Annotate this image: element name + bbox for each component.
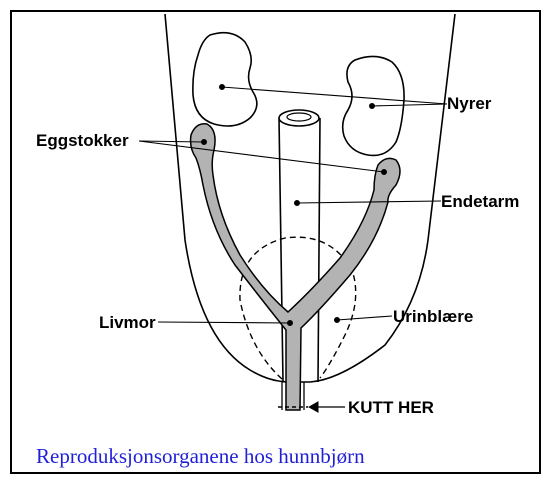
label-eggstokker: Eggstokker bbox=[36, 131, 129, 150]
label-urinblaere: Urinblære bbox=[393, 307, 473, 326]
diagram-caption: Reproduksjonsorganene hos hunnbjørn bbox=[36, 444, 365, 469]
left-kidney bbox=[193, 33, 257, 126]
uterus-shape bbox=[191, 124, 400, 410]
label-livmor: Livmor bbox=[99, 313, 156, 332]
label-kutt-her: KUTT HER bbox=[348, 398, 434, 417]
label-nyrer: Nyrer bbox=[447, 94, 492, 113]
label-endetarm: Endetarm bbox=[441, 192, 519, 211]
